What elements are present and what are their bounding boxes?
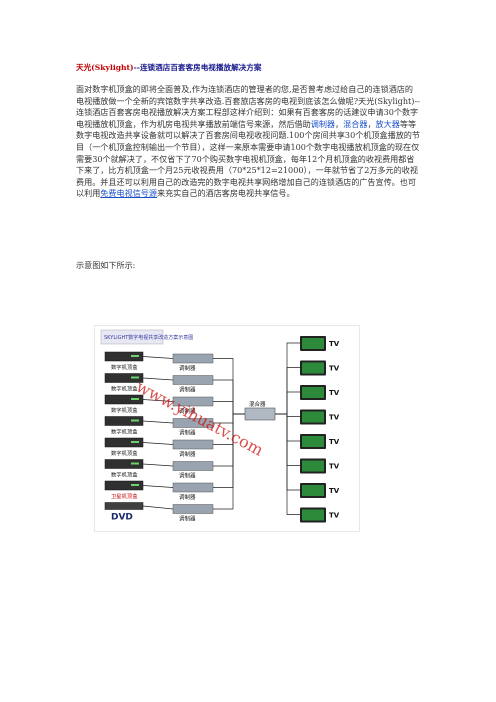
- source-label: 卫星机顶盒: [111, 492, 138, 500]
- modulator-label: 调制器: [179, 407, 196, 415]
- modulator-label: 调制器: [179, 386, 196, 394]
- tv-label: TV: [329, 389, 340, 397]
- body-text-1: 面对数字机顶盒的即将全面普及,作为连锁酒店的管理者的您,是否曾考虑过给自己的连锁…: [76, 84, 420, 129]
- source-display: [131, 398, 139, 400]
- signal-line: [213, 413, 245, 510]
- source-line: [142, 399, 174, 402]
- modulator-label: 调制器: [179, 515, 196, 523]
- tv-label: TV: [329, 487, 340, 495]
- tv-line: [275, 413, 300, 417]
- tv-label: TV: [329, 438, 340, 446]
- mixer-box: [244, 407, 276, 421]
- source-display: [131, 419, 139, 422]
- tv-line: [275, 413, 300, 442]
- source-display: [131, 441, 139, 443]
- tv-screen: [302, 436, 324, 447]
- mixer-label: 混合器: [249, 400, 266, 408]
- tv-screen: [302, 509, 324, 521]
- source-label: 数字机顶盒: [111, 385, 138, 393]
- tv-label: TV: [329, 463, 340, 471]
- source-line: [142, 463, 174, 467]
- source-display: [131, 462, 139, 465]
- tv-line: [275, 413, 300, 515]
- link-modulator[interactable]: 调制器: [310, 118, 336, 129]
- signal-line: [213, 358, 245, 415]
- signal-line: [213, 379, 245, 415]
- modulator-label: 调制器: [179, 493, 196, 501]
- modulator-box: [172, 375, 214, 385]
- body-text-2: 等等数字电视改造共享设备就可以解决了百套房间电视收视问题.100个房间共享30个…: [76, 118, 420, 199]
- source-line: [142, 485, 174, 488]
- source-label: 数字机顶盒: [111, 363, 138, 371]
- source-display: [131, 376, 139, 379]
- tv-label: TV: [329, 414, 340, 422]
- tv-screen: [302, 362, 324, 374]
- source-label: 数字机顶盒: [111, 406, 138, 414]
- source-label: 数字机顶盒: [111, 449, 138, 457]
- body-comma-1: ，: [335, 118, 344, 129]
- link-amplifier[interactable]: 放大器: [375, 118, 400, 129]
- modulator-box: [172, 482, 214, 493]
- title-brand: 天光(Skylight): [76, 63, 134, 72]
- dvd-label: DVD: [111, 513, 133, 523]
- diagram-caption: 示意图如下所示:: [76, 260, 136, 270]
- source-label: 数字机顶盒: [111, 428, 138, 436]
- source-line: [142, 356, 174, 359]
- title-text: --连锁酒店百套客房电视播放解决方案: [133, 63, 262, 72]
- dvd-player: [104, 502, 144, 510]
- link-free-tv-source[interactable]: 免费电视信号源: [100, 188, 157, 199]
- tv-line: [275, 413, 300, 466]
- tv-screen: [302, 460, 324, 472]
- modulator-box: [172, 439, 214, 450]
- modulator-box: [172, 461, 214, 471]
- source-display: [131, 484, 139, 486]
- tv-label: TV: [329, 365, 340, 373]
- signal-line: [213, 401, 245, 415]
- source-line: [142, 420, 174, 424]
- source-line: [142, 442, 174, 445]
- modulator-label: 调制器: [179, 472, 196, 480]
- tv-screen: [302, 485, 324, 496]
- tv-line: [275, 367, 300, 415]
- modulator-label: 调制器: [179, 429, 196, 437]
- system-diagram: SKYLIGHT数字电视共享改造方案示意图混合器调制器数字机顶盒调制器数字机顶盒…: [94, 325, 360, 532]
- dvd-line: [142, 505, 174, 510]
- modulator-box: [172, 504, 214, 514]
- diagram-banner-text: SKYLIGHT数字电视共享改造方案示意图: [104, 334, 193, 341]
- body-text-3: 来充实自己的酒店客房电视共享信号。: [156, 188, 295, 199]
- tv-label: TV: [329, 512, 340, 520]
- diagram-banner-box: [100, 329, 164, 345]
- body-comma-2: ，: [367, 118, 376, 129]
- modulator-box: [172, 353, 214, 364]
- source-label: 数字机顶盒: [111, 471, 138, 479]
- tv-label: TV: [329, 340, 340, 348]
- page-title: 天光(Skylight)--连锁酒店百套客房电视播放解决方案: [76, 62, 436, 73]
- tv-line: [275, 413, 300, 491]
- modulator-label: 调制器: [179, 450, 196, 458]
- link-mixer[interactable]: 混合器: [343, 118, 368, 129]
- tv-screen: [302, 387, 324, 398]
- tv-screen: [302, 338, 324, 349]
- tv-line: [275, 342, 300, 415]
- modulator-label: 调制器: [179, 364, 196, 372]
- source-line: [142, 377, 174, 381]
- diagram-canvas: SKYLIGHT数字电视共享改造方案示意图混合器调制器数字机顶盒调制器数字机顶盒…: [100, 329, 340, 523]
- source-display: [131, 355, 139, 357]
- tv-screen: [302, 411, 324, 423]
- tv-line: [275, 391, 300, 415]
- body-paragraph: 面对数字机顶盒的即将全面普及,作为连锁酒店的管理者的您,是否曾考虑过给自己的连锁…: [76, 84, 421, 200]
